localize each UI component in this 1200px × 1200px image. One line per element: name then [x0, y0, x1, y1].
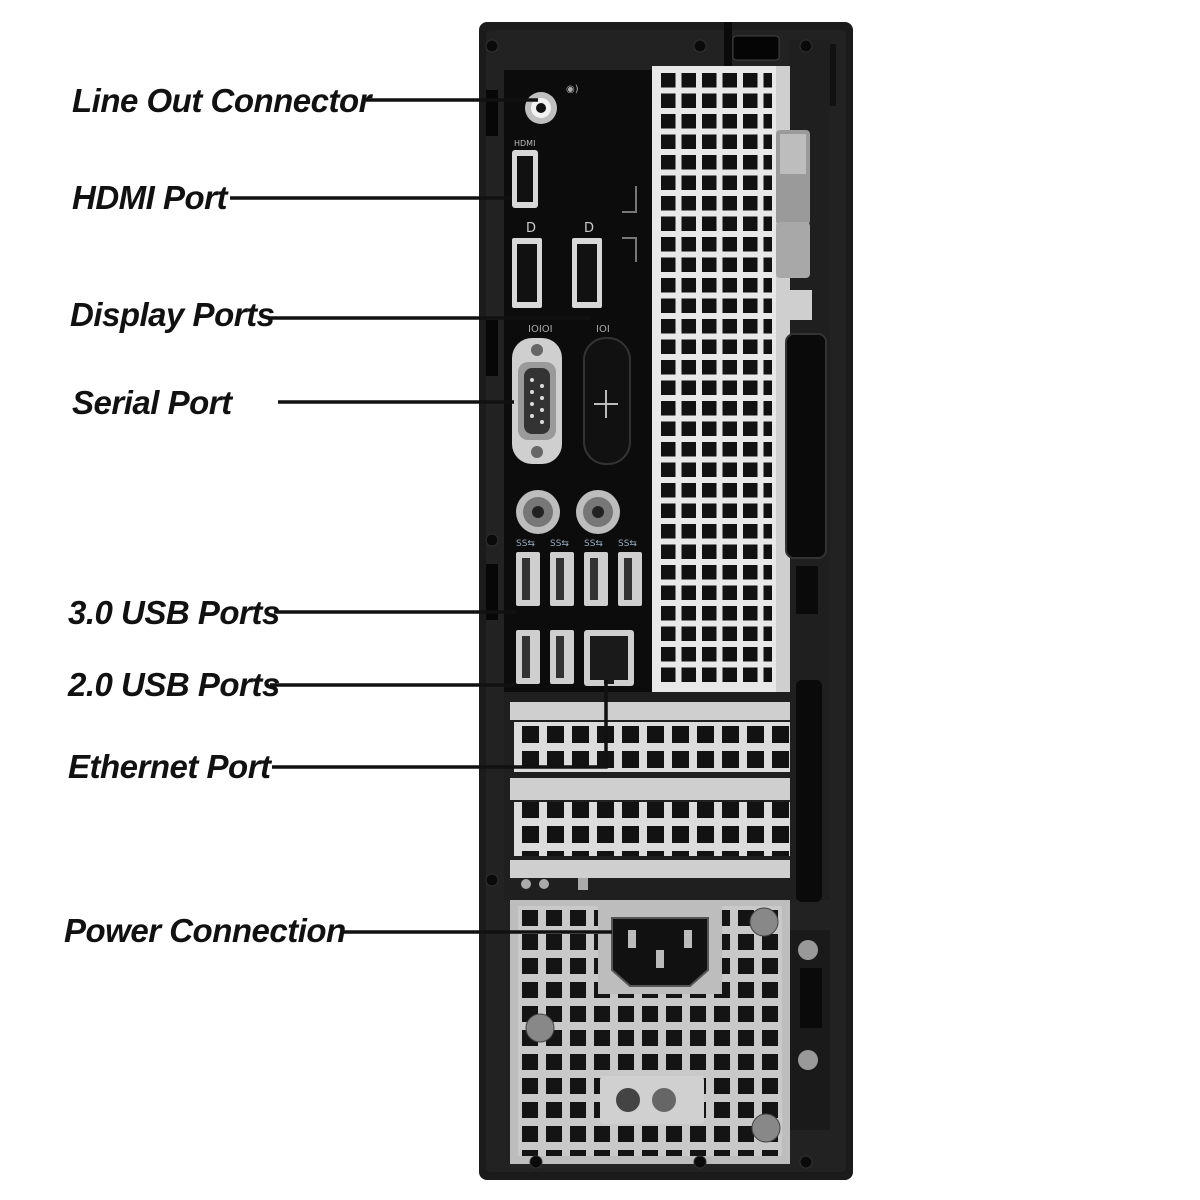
chassis-screws [485, 39, 813, 1169]
svg-text:HDMI: HDMI [514, 139, 535, 148]
svg-text:IOI: IOI [596, 324, 610, 335]
hdmi-port-icon: HDMI [512, 139, 538, 208]
leader-ethernet [272, 680, 608, 769]
usb2-ports-icon [516, 630, 574, 684]
label-ethernet: Ethernet Port [68, 748, 271, 785]
expansion-slots [504, 680, 822, 902]
display-port-icon: D D [512, 221, 602, 308]
power-socket-icon [611, 917, 709, 987]
label-usb2: 2.0 USB Ports [68, 666, 280, 703]
svg-text:◉): ◉) [566, 84, 579, 95]
label-display-ports: Display Ports [70, 296, 275, 333]
label-serial: Serial Port [72, 384, 232, 421]
svg-text:SS⇆: SS⇆ [584, 539, 603, 549]
label-hdmi: HDMI Port [72, 179, 228, 216]
label-line-out: Line Out Connector [72, 82, 372, 119]
label-power: Power Connection [64, 912, 346, 949]
svg-text:IOIOI: IOIOI [528, 324, 553, 335]
svg-text:SS⇆: SS⇆ [550, 539, 569, 549]
usb3-ports-icon: SS⇆ SS⇆ SS⇆ SS⇆ [516, 539, 642, 606]
label-usb3: 3.0 USB Ports [68, 594, 280, 631]
ventilation-grille [652, 66, 790, 692]
screw-icon [525, 907, 781, 1143]
serial-port-icon: IOIOI IOI [512, 324, 631, 465]
svg-text:SS⇆: SS⇆ [618, 539, 637, 549]
ethernet-port-icon [584, 630, 634, 686]
leader-lines [230, 98, 612, 934]
ps2-port-icon [516, 490, 620, 534]
power-supply [510, 900, 830, 1164]
svg-text:D: D [584, 221, 594, 236]
svg-text:D: D [526, 221, 536, 236]
svg-text:SS⇆: SS⇆ [516, 539, 535, 549]
